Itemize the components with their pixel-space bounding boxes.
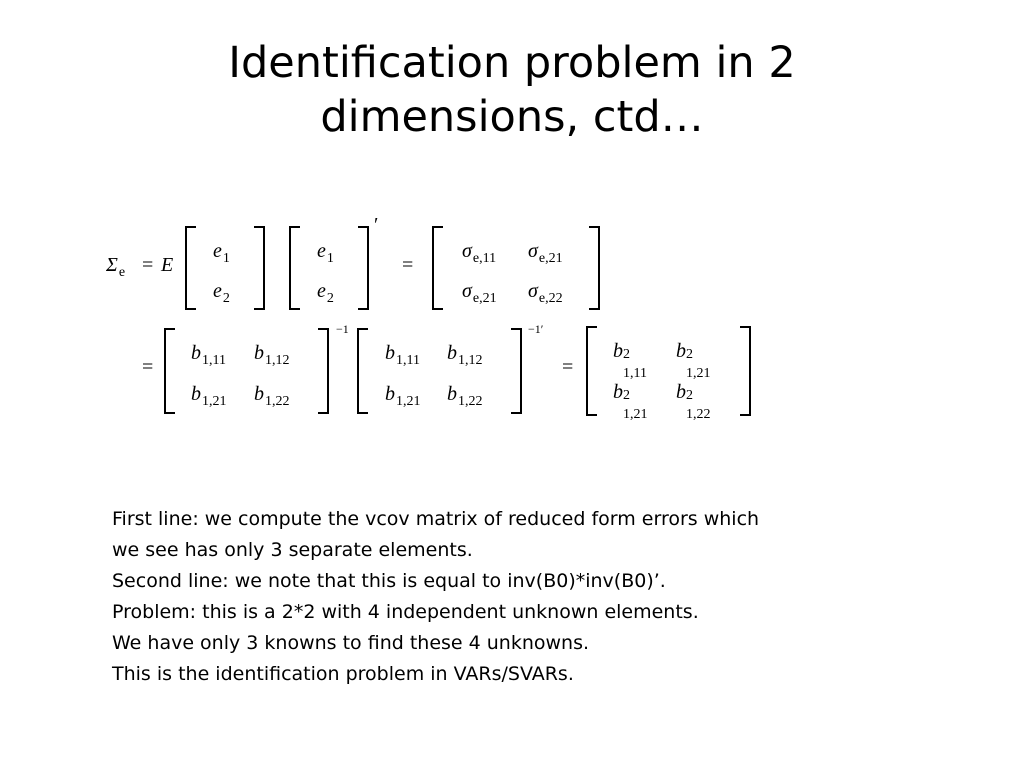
b-1-22: b1,22 <box>447 383 483 409</box>
b-1-11: b1,11 <box>191 342 226 368</box>
b-1-21: b1,21 <box>191 383 227 409</box>
expectation-operator: E <box>161 254 174 276</box>
sigma-e11: σe,11 <box>462 240 497 266</box>
right-bracket <box>254 226 265 310</box>
left-bracket <box>185 226 196 310</box>
slide-title: Identification problem in 2 dimensions, … <box>0 36 1024 144</box>
sigma-e22: σe,22 <box>528 280 563 306</box>
b-1-11: b1,11 <box>385 342 420 368</box>
equals-sign: = <box>142 356 154 378</box>
inverse-transpose-mark: −1′ <box>528 322 544 336</box>
left-bracket <box>432 226 443 310</box>
transpose-mark: ′ <box>374 214 379 236</box>
left-bracket <box>164 328 175 414</box>
sigma-e21: σe,21 <box>462 280 497 306</box>
body-line: Second line: we note that this is equal … <box>112 570 666 592</box>
title-line-2: dimensions, ctd… <box>320 92 704 142</box>
equals-sign: = <box>402 254 414 276</box>
inverse-mark: −1 <box>336 322 349 336</box>
vector-b-row-1: e1 <box>317 240 334 266</box>
left-bracket <box>289 226 300 310</box>
left-bracket <box>586 326 597 416</box>
vector-b-row-2: e2 <box>317 280 334 306</box>
right-bracket <box>511 328 522 414</box>
right-bracket <box>318 328 329 414</box>
b-1-12: b1,12 <box>447 342 483 368</box>
title-line-1: Identification problem in 2 <box>228 38 796 88</box>
body-line: First line: we compute the vcov matrix o… <box>112 508 760 530</box>
b-1-22: b1,22 <box>254 383 290 409</box>
right-bracket <box>358 226 369 310</box>
vector-a-row-2: e2 <box>213 280 230 306</box>
right-bracket <box>740 326 751 416</box>
sigma-e21: σe,21 <box>528 240 563 266</box>
equals-sign: = <box>142 254 154 276</box>
b-1-21: b1,21 <box>385 383 421 409</box>
right-bracket <box>589 226 600 310</box>
vector-a-row-1: e1 <box>213 240 230 266</box>
body-line: This is the identification problem in VA… <box>112 663 574 685</box>
sigma-e-symbol: Σe <box>106 254 126 280</box>
equals-sign: = <box>562 356 574 378</box>
body-line: we see has only 3 separate elements. <box>112 539 473 561</box>
body-line: Problem: this is a 2*2 with 4 independen… <box>112 601 699 623</box>
body-line: We have only 3 knowns to find these 4 un… <box>112 632 590 654</box>
b-1-12: b1,12 <box>254 342 290 368</box>
explanation-text: First line: we compute the vcov matrix o… <box>112 504 759 690</box>
left-bracket <box>357 328 368 414</box>
